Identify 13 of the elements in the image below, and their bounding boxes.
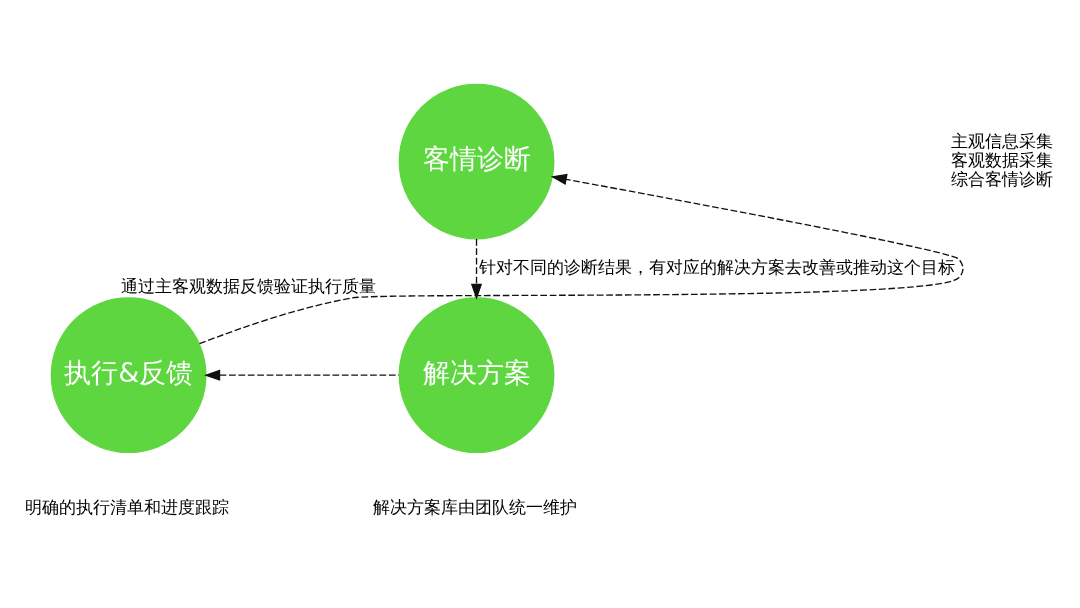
node-label: 综合客情诊断 bbox=[951, 168, 1054, 189]
arrow bbox=[204, 369, 400, 381]
arrow bbox=[470, 238, 483, 300]
edge-label: 针对不同的诊断结果，有对应的解决方案去改善或推动这个目标 bbox=[478, 256, 955, 277]
node-label: 主观信息采集 bbox=[951, 131, 1054, 152]
node-label: 客观数据采集 bbox=[951, 150, 1054, 171]
node-circle: 解决方案 bbox=[398, 297, 555, 454]
node-label: 明确的执行清单和进度跟踪 bbox=[25, 497, 230, 518]
node-circle: 客情诊断 bbox=[398, 83, 555, 240]
node-circle: 执行&反馈 bbox=[50, 297, 207, 454]
edge-label: 通过主客观数据反馈验证执行质量 bbox=[120, 275, 376, 296]
node-label: 解决方案库由团队统一维护 bbox=[373, 497, 578, 518]
arrow bbox=[198, 173, 964, 345]
